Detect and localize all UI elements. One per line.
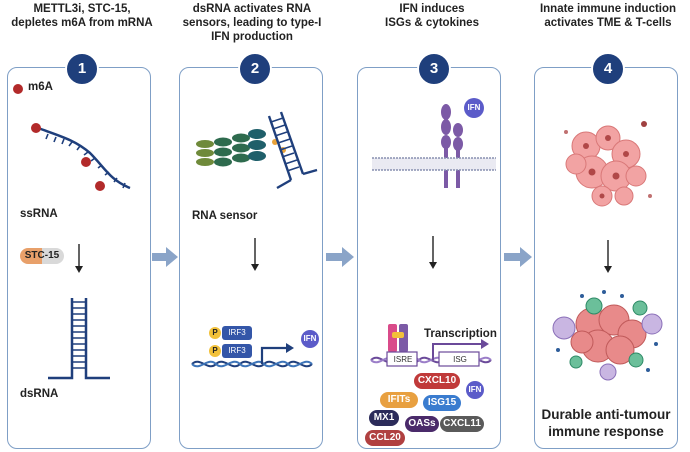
m6a-legend: m6A <box>28 81 53 93</box>
title-line: IFN production <box>211 31 293 43</box>
step4-badge: 4 <box>591 52 625 86</box>
cytokine-isg15: ISG15 <box>423 395 461 411</box>
m6a-dot-icon <box>13 84 23 94</box>
p-circle-1: P <box>209 327 221 339</box>
cytokine-oass: OASs <box>405 416 439 432</box>
rna-sensor-icon <box>196 111 318 190</box>
step1-badge: 1 <box>65 52 99 86</box>
cytokine-ifits: IFITs <box>380 392 418 408</box>
title-line: activates TME & T-cells <box>544 17 672 29</box>
irf3-label: IRF3 <box>228 328 246 337</box>
cytokine-cxcl11: CXCL11 <box>440 416 484 432</box>
outcome-line: immune response <box>548 424 664 439</box>
cytokine-mx1: MX1 <box>369 410 399 426</box>
ssrna-label: ssRNA <box>20 208 58 220</box>
tumour-cells-icon <box>564 121 652 207</box>
dsrna-label: dsRNA <box>20 388 59 400</box>
arrow-1-2-icon <box>152 247 178 267</box>
isre-label: ISRE <box>393 355 413 364</box>
cytokine-ccl20: CCL20 <box>365 430 405 446</box>
title-line: dsRNA activates RNA <box>192 3 312 15</box>
ifn-label: IFN <box>467 103 481 112</box>
irf3-box-2: IRF3 <box>222 344 252 358</box>
ifn-ligand: IFN <box>464 98 484 118</box>
stc15-capsule: STC-15 <box>20 248 64 264</box>
ifn-label: IFN <box>468 385 482 394</box>
title-line: METTL3i, STC-15, <box>33 3 131 15</box>
cytokine-cxcl10: CXCL10 <box>414 373 460 389</box>
arrow-3-4-icon <box>504 247 532 267</box>
irf3-label: IRF3 <box>228 346 246 355</box>
title-line: sensors, leading to type-I <box>182 17 322 29</box>
step2-badge: 2 <box>238 52 272 86</box>
stc15-label: STC-15 <box>24 250 60 261</box>
step1-title: METTL3i, STC-15, depletes m6A from mRNA <box>2 2 162 30</box>
outcome-text: Durable anti-tumour immune response <box>534 406 678 440</box>
down-arrow-icon <box>251 238 259 271</box>
ifn-receptor-icon <box>372 104 496 188</box>
step4-title: Innate immune induction activates TME & … <box>528 2 688 30</box>
isg-promoter-icon <box>370 339 492 367</box>
step3-badge: 3 <box>417 52 451 86</box>
ifn-circle: IFN <box>301 330 319 348</box>
title-line: depletes m6A from mRNA <box>11 17 153 29</box>
down-arrow-icon <box>429 236 437 269</box>
isgf3-complex-icon <box>388 324 408 352</box>
transcription-label: Transcription <box>424 328 497 340</box>
p-label: P <box>212 346 218 355</box>
step2-title: dsRNA activates RNA sensors, leading to … <box>172 2 332 44</box>
cytokine-ifn: IFN <box>466 381 484 399</box>
irf3-box-1: IRF3 <box>222 326 252 340</box>
ifn-label: IFN <box>303 334 317 343</box>
p-label: P <box>212 328 218 337</box>
title-line: ISGs & cytokines <box>385 17 479 29</box>
down-arrow-icon <box>604 240 612 273</box>
arrow-2-3-icon <box>326 247 354 267</box>
p-circle-2: P <box>209 345 221 357</box>
dna-promoter-icon <box>191 343 313 368</box>
immune-infiltrated-tumour-icon <box>552 290 663 381</box>
isg-label: ISG <box>453 355 467 364</box>
title-line: IFN induces <box>399 3 465 15</box>
rna-sensor-label: RNA sensor <box>192 210 258 222</box>
outcome-line: Durable anti-tumour <box>541 407 671 422</box>
step3-title: IFN induces ISGs & cytokines <box>352 2 512 30</box>
title-line: Innate immune induction <box>539 3 677 15</box>
down-arrow-icon <box>75 244 83 273</box>
dsrna-icon <box>48 298 110 380</box>
ssrna-icon <box>31 123 131 191</box>
